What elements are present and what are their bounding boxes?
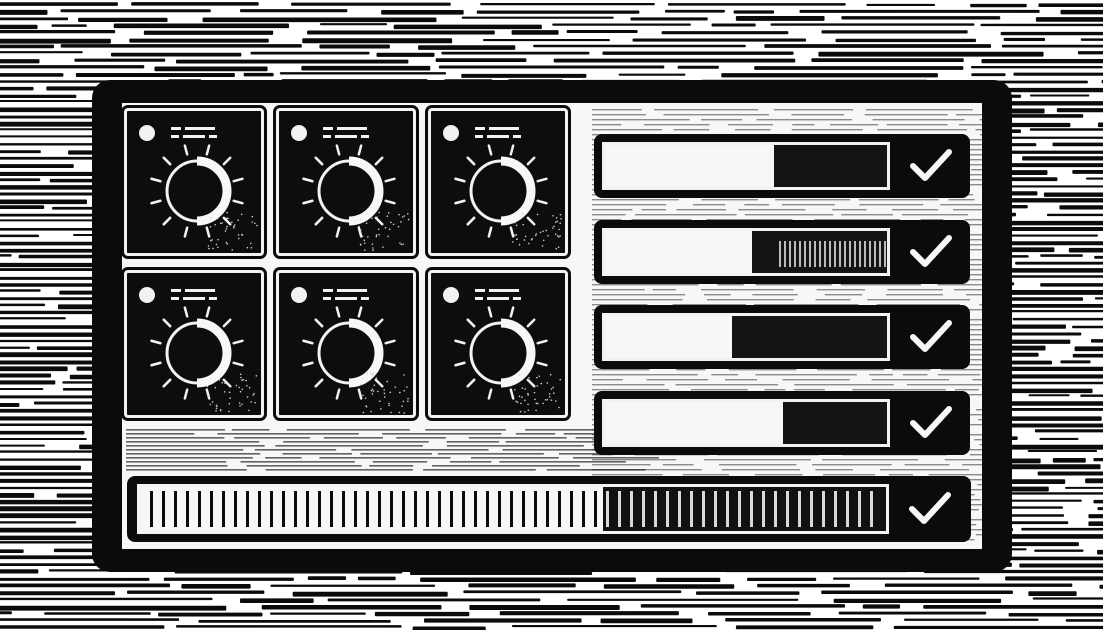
- progress-bar-4: [602, 399, 890, 447]
- knob-dial-3[interactable]: [431, 141, 565, 253]
- led-icon: [443, 287, 459, 303]
- check-icon: [910, 235, 952, 267]
- progress-bar-2: [602, 228, 890, 276]
- knob-dial-1[interactable]: [127, 141, 261, 253]
- legend-icon: [475, 287, 525, 305]
- knob-dial-5[interactable]: [279, 303, 413, 415]
- progress-fill-4: [605, 402, 783, 444]
- knob-tile-1: [121, 105, 267, 259]
- legend-icon: [323, 287, 373, 305]
- progress-row-3: [594, 305, 970, 369]
- main-check-button[interactable]: [901, 485, 959, 533]
- legend-icon: [171, 287, 221, 305]
- progress-row-1: [594, 134, 970, 198]
- led-icon: [139, 125, 155, 141]
- progress-row-2: [594, 220, 970, 284]
- progress-ticks: [779, 241, 886, 267]
- progress-fill-2: [605, 231, 752, 273]
- progress-row-4: [594, 391, 970, 455]
- check-icon: [910, 149, 952, 181]
- knob-tile-4: [121, 267, 267, 421]
- knob-dial-2[interactable]: [279, 141, 413, 253]
- check-button-1[interactable]: [902, 142, 960, 190]
- knob-dial-6[interactable]: [431, 303, 565, 415]
- legend-icon: [475, 125, 525, 143]
- knob-tile-5: [273, 267, 419, 421]
- knob-tile-3: [425, 105, 571, 259]
- main-progress-ticks: [150, 491, 873, 527]
- progress-fill-1: [605, 145, 775, 187]
- main-progress-bar: [137, 484, 889, 534]
- legend-icon: [323, 125, 373, 143]
- check-button-4[interactable]: [902, 399, 960, 447]
- knob-dial-4[interactable]: [127, 303, 261, 415]
- knob-tile-2: [273, 105, 419, 259]
- progress-fill-3: [605, 316, 732, 358]
- check-icon: [909, 492, 951, 524]
- check-icon: [910, 320, 952, 352]
- led-icon: [139, 287, 155, 303]
- check-button-3[interactable]: [902, 313, 960, 361]
- led-icon: [443, 125, 459, 141]
- progress-bar-3: [602, 313, 890, 361]
- led-icon: [291, 125, 307, 141]
- led-icon: [291, 287, 307, 303]
- knob-tile-6: [425, 267, 571, 421]
- progress-bar-1: [602, 142, 890, 190]
- legend-icon: [171, 125, 221, 143]
- check-button-2[interactable]: [902, 228, 960, 276]
- check-icon: [910, 406, 952, 438]
- main-progress-row: [127, 476, 971, 542]
- main-progress-fill: [140, 487, 603, 531]
